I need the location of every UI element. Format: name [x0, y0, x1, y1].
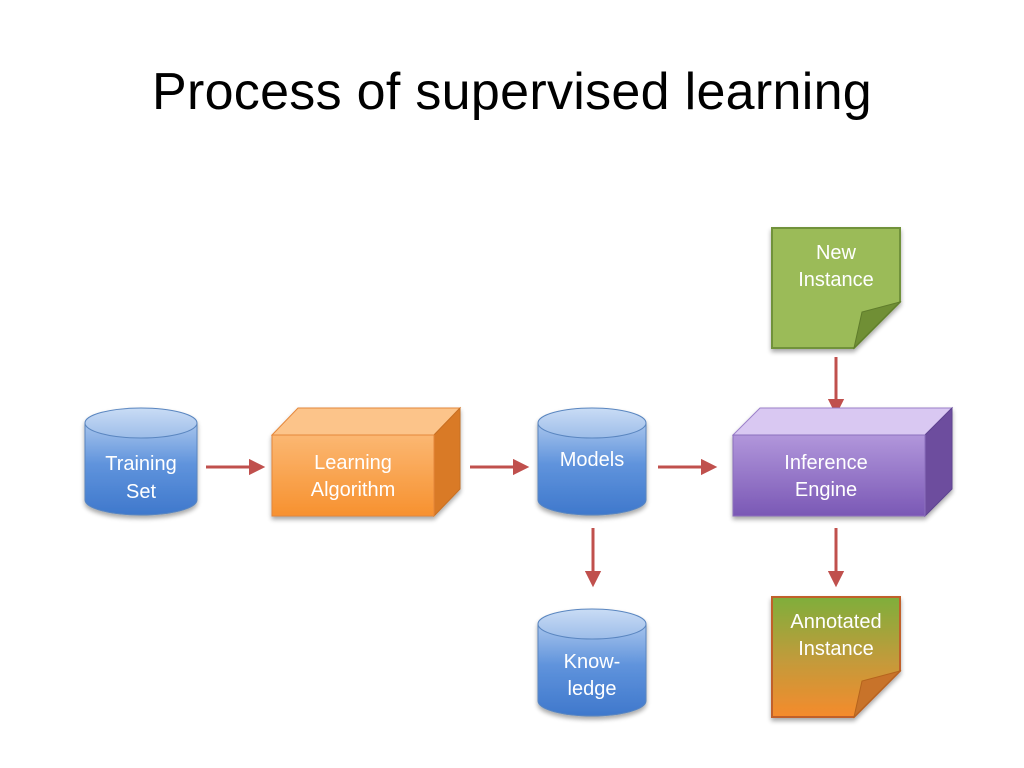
annotated-instance-label-line1: Annotated	[790, 611, 881, 633]
learning-algorithm-label-line1: Learning	[314, 452, 392, 474]
slide-title: Process of supervised learning	[151, 63, 873, 121]
knowledge-label-line1: Know-	[564, 651, 621, 673]
new-instance-label-line2: Instance	[798, 269, 874, 291]
node-learning-algorithm: Learning Algorithm	[270, 406, 462, 518]
inference-engine-top-face	[731, 407, 954, 436]
annotated-instance-fold	[853, 670, 902, 719]
learning-algorithm-label-line2: Algorithm	[311, 479, 395, 501]
node-knowledge: Know- ledge	[537, 608, 647, 717]
node-annotated-instance: Annotated Instance	[771, 596, 902, 719]
new-instance-label-line1: New	[816, 242, 857, 264]
node-training-set: Training Set	[84, 407, 198, 516]
annotated-instance-label-line2: Instance	[798, 638, 874, 660]
knowledge-cylinder	[537, 623, 647, 717]
node-models: Models	[537, 407, 647, 516]
inference-engine-label-line1: Inference	[784, 452, 867, 474]
models-cylinder	[537, 422, 647, 516]
new-instance-fold	[853, 301, 902, 350]
edges	[206, 357, 845, 588]
knowledge-cylinder-top	[537, 608, 647, 640]
inference-engine-front-face	[732, 434, 926, 517]
training-set-label-line2: Set	[126, 481, 156, 503]
learning-algorithm-top-face	[270, 407, 462, 436]
knowledge-label-line2: ledge	[568, 678, 617, 700]
node-new-instance: New Instance	[771, 227, 902, 350]
node-inference-engine: Inference Engine	[731, 406, 954, 518]
models-label: Models	[560, 449, 624, 471]
inference-engine-label-line2: Engine	[795, 479, 857, 501]
learning-algorithm-front-face	[271, 434, 435, 517]
training-set-cylinder-top	[84, 407, 198, 439]
training-set-label-line1: Training	[105, 453, 177, 475]
models-cylinder-top	[537, 407, 647, 439]
training-set-cylinder	[84, 422, 198, 516]
